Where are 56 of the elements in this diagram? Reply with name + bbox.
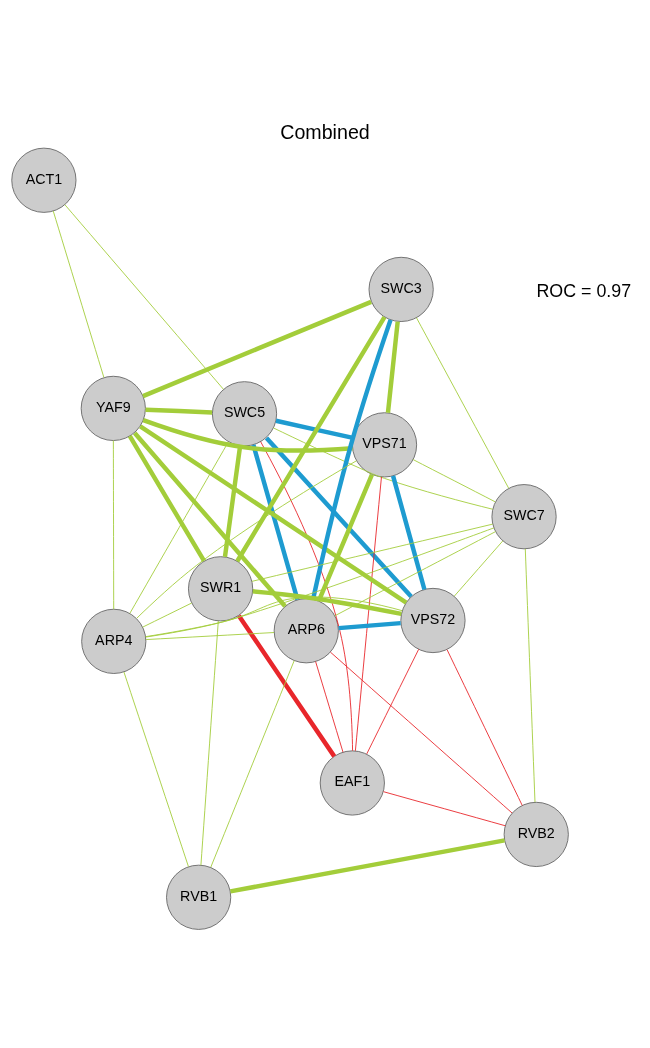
connector [446, 648, 523, 806]
connector [453, 539, 504, 597]
connector [133, 431, 287, 608]
connector [64, 203, 224, 390]
connector [354, 476, 382, 751]
connector [112, 439, 115, 610]
connector [366, 648, 420, 754]
connector [252, 588, 402, 616]
connector [315, 660, 344, 753]
connector [390, 474, 427, 590]
node-circle: RVB1 [166, 864, 232, 930]
connector [251, 523, 494, 582]
node-circle: SWC7 [491, 483, 557, 549]
connector [136, 459, 357, 619]
connector [264, 435, 413, 598]
connector [260, 440, 353, 751]
connector [235, 315, 387, 562]
connector [145, 631, 275, 640]
connector [275, 418, 354, 440]
connector [52, 210, 105, 378]
connector [222, 445, 243, 557]
connector [123, 671, 189, 867]
connector [139, 423, 408, 605]
connector [237, 613, 337, 758]
node-circle: EAF1 [319, 749, 385, 816]
connector [145, 526, 495, 637]
node-circle: SWR1 [188, 555, 254, 621]
connector [145, 407, 213, 415]
node-circle: ACT1 [11, 147, 77, 213]
connector [416, 316, 510, 489]
connector [273, 427, 494, 510]
connector [142, 602, 193, 628]
connector [200, 620, 219, 866]
connector [142, 299, 372, 398]
connector [412, 458, 496, 502]
node-circle: YAF9 [80, 375, 146, 441]
connector [383, 790, 506, 826]
node-circle: SWC3 [368, 256, 434, 322]
connector [334, 530, 496, 616]
node-circle: SWC5 [211, 380, 278, 446]
diagram-title: Combined [280, 120, 370, 143]
connector [330, 651, 513, 813]
node-circle: ARP6 [273, 597, 339, 663]
node-circle: RVB2 [503, 801, 569, 867]
node-circle: VPS71 [351, 411, 418, 477]
connector [210, 659, 295, 868]
connector [127, 434, 206, 562]
connector [524, 547, 536, 803]
connector [142, 417, 353, 453]
connector [385, 320, 400, 413]
connector [251, 443, 300, 600]
node-circle: ARP4 [81, 608, 147, 674]
connector [338, 620, 401, 630]
node-circle: VPS72 [400, 587, 466, 653]
connector [230, 837, 505, 894]
label: ROC = 0.97 [536, 280, 632, 301]
